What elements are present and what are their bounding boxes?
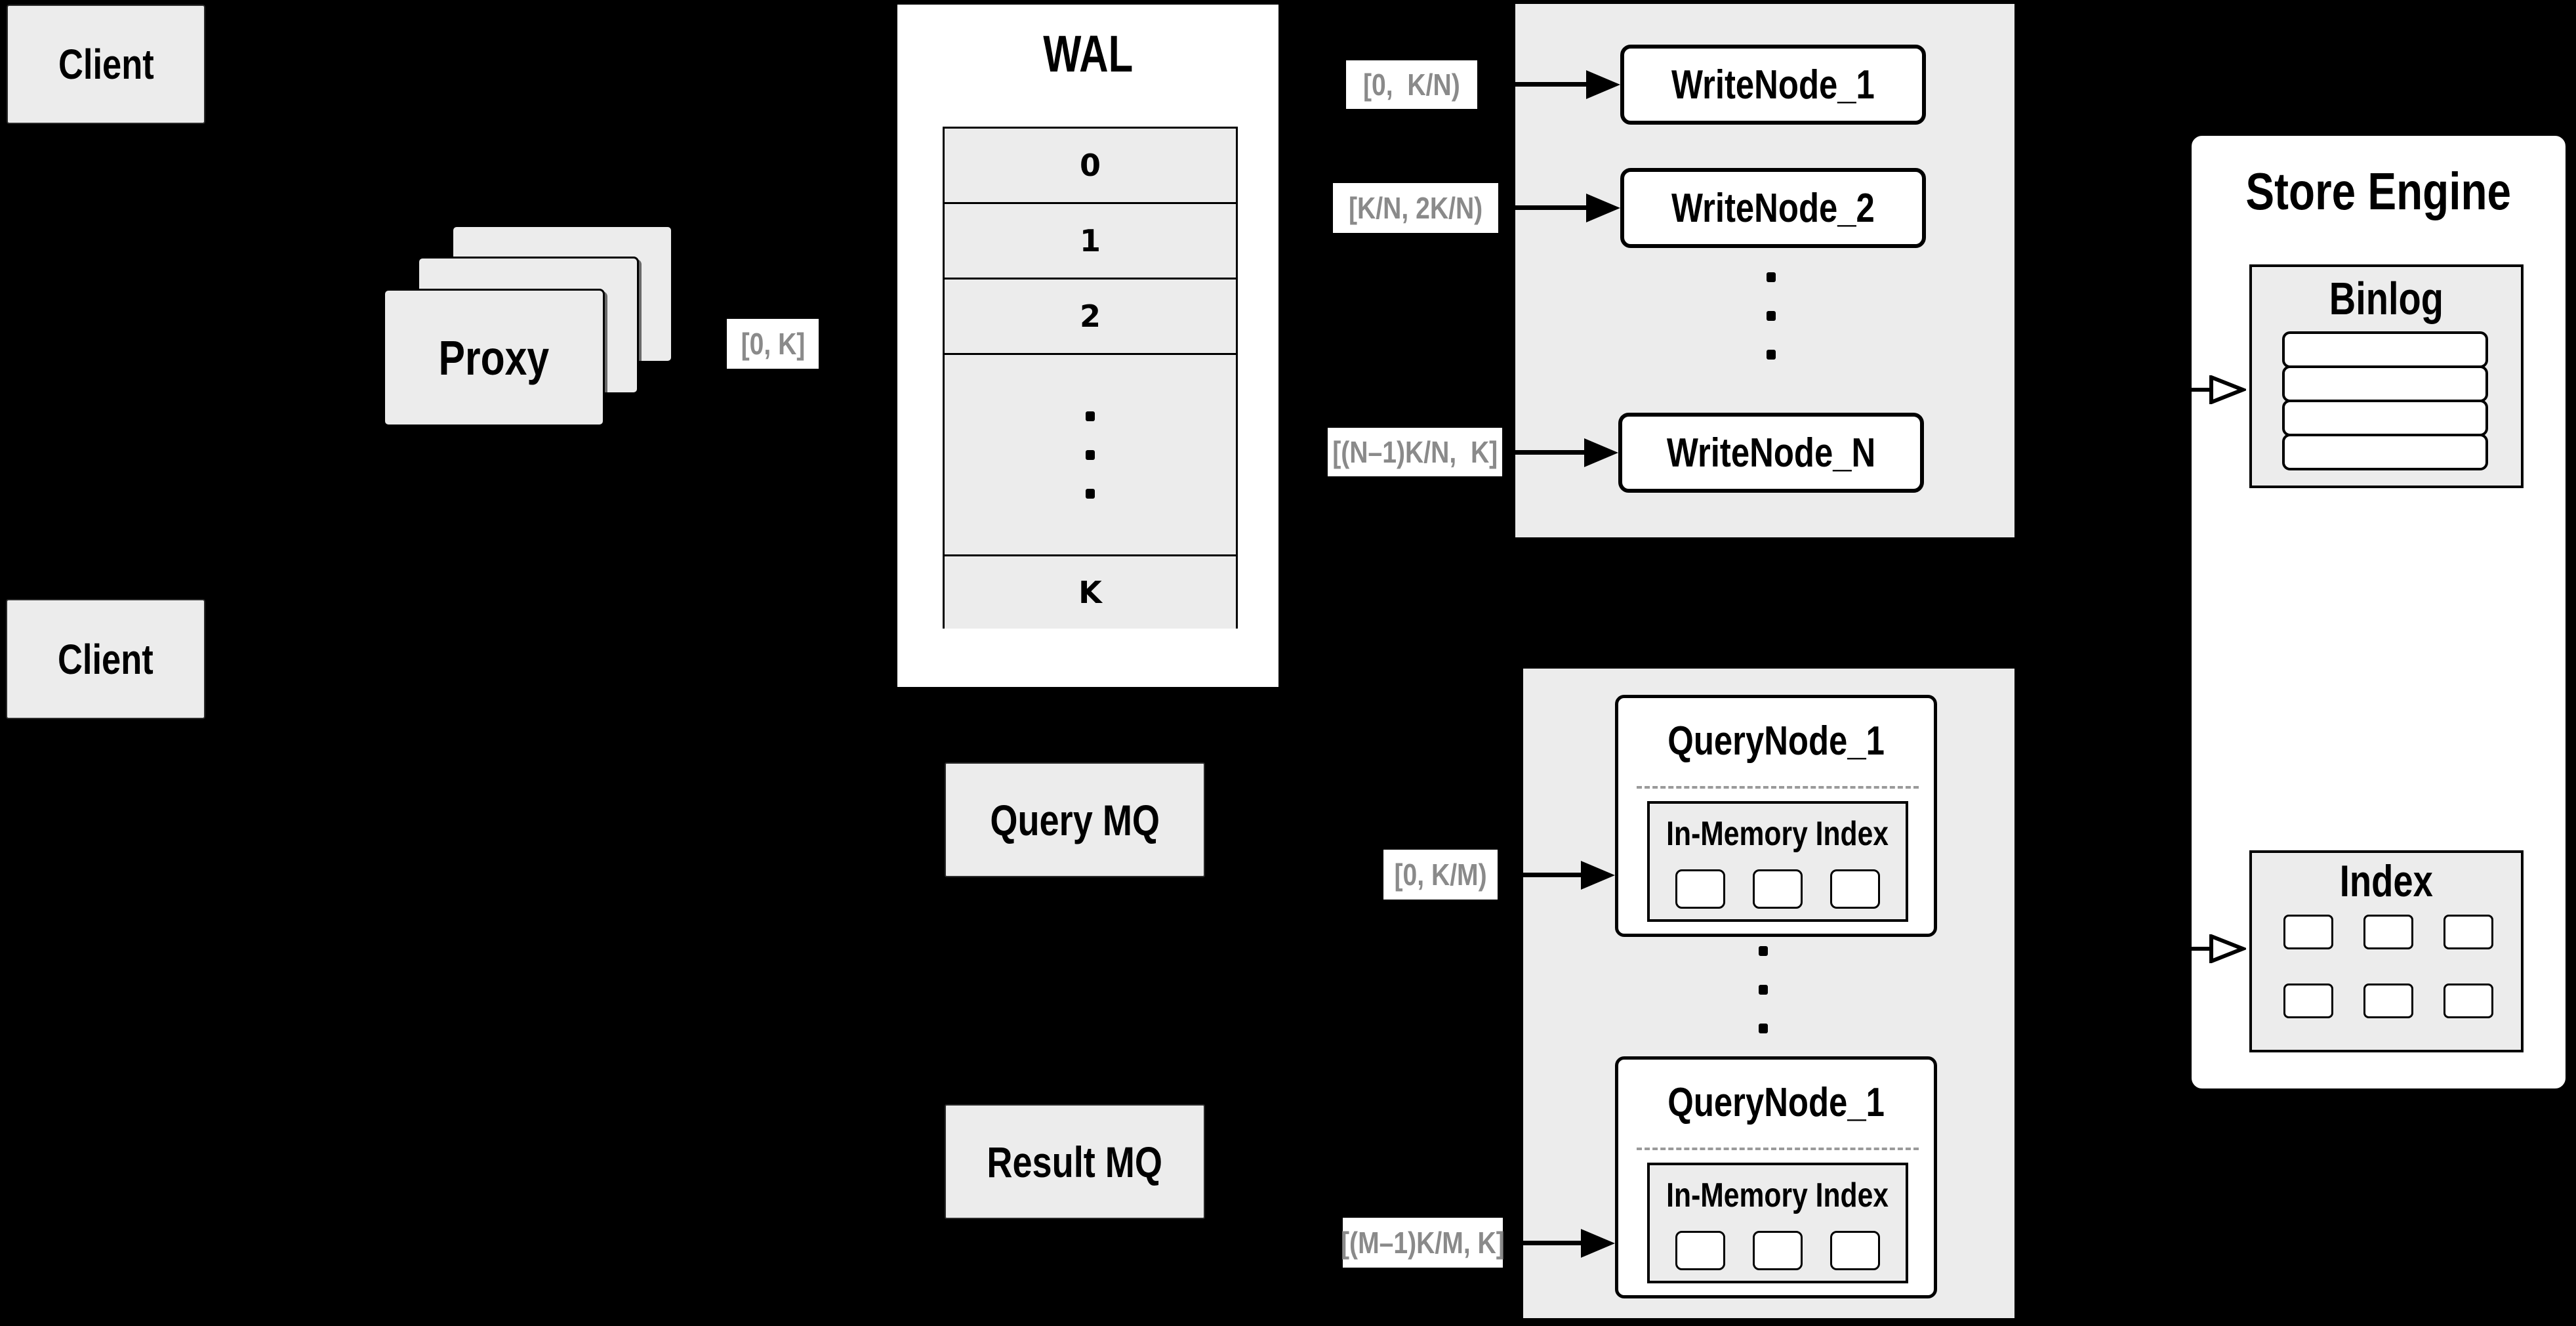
wal-container: WAL 0 1 2 K xyxy=(895,3,1280,689)
range-label-proxy-wal: [0, K] xyxy=(727,319,819,369)
range-label-querynode-bottom: [(M–1)K/M, K] xyxy=(1341,1218,1505,1268)
store-engine-title: Store Engine xyxy=(2245,162,2512,220)
client-box-bottom: Client xyxy=(6,599,205,719)
write-node-2: WriteNode_2 xyxy=(1620,168,1926,248)
arrow-line xyxy=(1500,1241,1584,1245)
range-label-writenode-2: [K/N, 2K/N) xyxy=(1333,183,1498,233)
binlog-box: Binlog xyxy=(2249,264,2524,488)
vertical-ellipsis-icon xyxy=(1759,946,1768,1033)
memory-segment-cell xyxy=(1675,1231,1725,1270)
arrow-line xyxy=(1497,205,1589,210)
in-memory-index-title-row: In-Memory Index xyxy=(1666,815,1889,853)
arrow-line xyxy=(1500,450,1587,455)
memory-segments xyxy=(1650,1231,1906,1270)
memory-segment-cell xyxy=(1753,869,1803,909)
query-mq-box: Query MQ xyxy=(945,762,1205,877)
arrow-head-icon xyxy=(1586,70,1620,99)
store-engine-title-row: Store Engine xyxy=(2192,136,2566,247)
arrow-head-icon xyxy=(1584,438,1618,467)
hollow-arrow-head-icon xyxy=(2209,934,2246,963)
index-cell xyxy=(2443,915,2493,949)
query-node-title-row: QueryNode_1 xyxy=(1667,718,1885,764)
index-cell xyxy=(2283,984,2333,1018)
index-cell xyxy=(2363,915,2413,949)
binlog-title: Binlog xyxy=(2329,273,2444,324)
binlog-slots xyxy=(2282,331,2488,470)
wal-segment-row: K xyxy=(945,556,1236,629)
proxy-card-front: Proxy xyxy=(383,289,605,426)
dashed-separator xyxy=(1637,1148,1919,1150)
index-cell xyxy=(2283,915,2333,949)
result-mq-label: Result MQ xyxy=(987,1137,1163,1186)
memory-segment-cell xyxy=(1830,869,1880,909)
range-label-writenode-1: [0, K/N) xyxy=(1346,60,1477,109)
arrow-line xyxy=(2189,388,2214,392)
binlog-slot xyxy=(2282,400,2488,436)
arrow-head-icon xyxy=(1581,1229,1615,1258)
arrow-line xyxy=(2189,947,2214,951)
wal-segment-row: 1 xyxy=(945,204,1236,280)
wal-segment-table: 0 1 2 K xyxy=(943,127,1238,629)
write-node-1: WriteNode_1 xyxy=(1620,45,1926,125)
in-memory-index-title-row: In-Memory Index xyxy=(1666,1176,1889,1214)
arrow-head-icon xyxy=(1586,194,1620,222)
index-cell xyxy=(2443,984,2493,1018)
query-mq-label: Query MQ xyxy=(990,795,1160,844)
in-memory-index-box: In-Memory Index xyxy=(1647,801,1908,922)
binlog-slot xyxy=(2282,331,2488,368)
binlog-slot xyxy=(2282,434,2488,470)
client-box-top: Client xyxy=(7,5,205,124)
range-label-querynode-top: [0, K/M) xyxy=(1383,850,1498,900)
wal-segment-row: 2 xyxy=(945,280,1236,355)
range-label-writenode-n: [(N–1)K/N, K] xyxy=(1328,428,1502,476)
wal-title-row: WAL xyxy=(897,5,1278,103)
query-node-bottom: QueryNode_1 In-Memory Index xyxy=(1615,1056,1937,1298)
memory-segment-cell xyxy=(1675,869,1725,909)
memory-segment-cell xyxy=(1753,1231,1803,1270)
arrow-line xyxy=(1499,873,1584,877)
index-box: Index xyxy=(2249,850,2524,1052)
query-node-title-row: QueryNode_1 xyxy=(1667,1079,1885,1125)
store-engine-container: Store Engine Binlog Index xyxy=(2189,133,2568,1091)
query-node-top: QueryNode_1 In-Memory Index xyxy=(1615,695,1937,937)
index-title-row: Index xyxy=(2252,853,2521,909)
client-bottom-label: Client xyxy=(58,635,153,683)
proxy-label: Proxy xyxy=(438,330,550,385)
binlog-title-row: Binlog xyxy=(2252,267,2521,330)
wal-segment-row: 0 xyxy=(945,129,1236,204)
in-memory-index-box: In-Memory Index xyxy=(1647,1163,1908,1283)
vertical-ellipsis-icon xyxy=(1086,411,1095,499)
arrow-head-icon xyxy=(1581,861,1615,890)
memory-segments xyxy=(1650,869,1906,909)
arrow-line xyxy=(1476,82,1589,87)
index-title: Index xyxy=(2339,856,2434,906)
hollow-arrow-head-icon xyxy=(2209,375,2246,404)
index-cells xyxy=(2252,915,2521,1018)
index-cell xyxy=(2363,984,2413,1018)
memory-segment-cell xyxy=(1830,1231,1880,1270)
dashed-separator xyxy=(1637,786,1919,789)
result-mq-box: Result MQ xyxy=(945,1104,1205,1219)
binlog-slot xyxy=(2282,365,2488,402)
client-top-label: Client xyxy=(58,41,154,88)
vertical-ellipsis-icon xyxy=(1767,272,1776,360)
wal-title: WAL xyxy=(1043,24,1133,83)
write-node-n: WriteNode_N xyxy=(1618,413,1924,493)
wal-ellipsis-row xyxy=(945,355,1236,556)
